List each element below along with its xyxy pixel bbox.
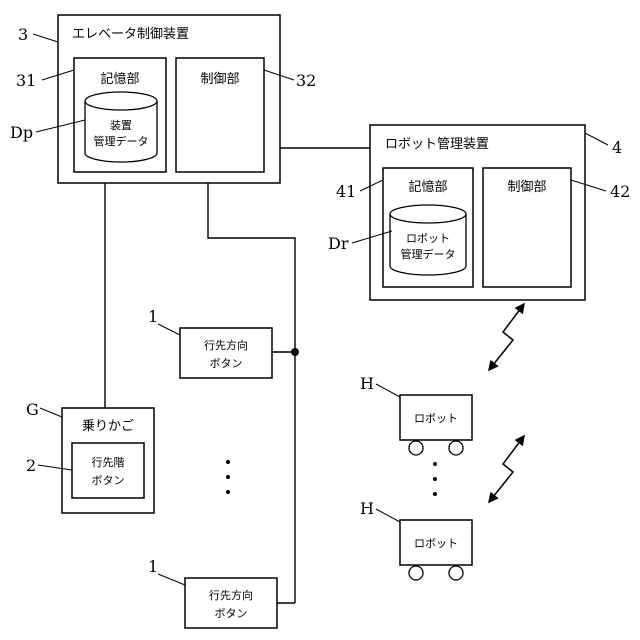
wireless-link-icon-bottom	[488, 434, 525, 504]
robot-top-box	[399, 394, 473, 441]
ref-41-leader	[359, 179, 384, 192]
robot-top-wheel-right	[448, 440, 464, 456]
floor-button-line1: 行先階	[92, 455, 125, 469]
robot-data-line2: 管理データ	[401, 247, 456, 261]
robot-manager-block: ロボット管理装置 記憶部 ロボット 管理データ 制御部	[369, 124, 586, 301]
ref-32: 32	[296, 71, 316, 90]
robot-top-wheel-left	[408, 440, 424, 456]
robot-control-box	[482, 167, 572, 288]
ref-dr: Dr	[328, 234, 349, 253]
robot-bottom-block: ロボット H	[360, 499, 473, 581]
ref-1-top-leader	[157, 323, 181, 336]
elevator-control-label: 制御部	[200, 72, 239, 87]
ref-4: 4	[612, 138, 622, 157]
robot-top-block: ロボット H	[360, 374, 473, 456]
ref-1-top: 1	[148, 307, 158, 326]
device-data-line1: 装置	[110, 119, 132, 132]
ref-1-bottom-leader	[157, 573, 186, 586]
ref-42-leader	[570, 179, 607, 192]
robot-data-cylinder: ロボット 管理データ	[389, 204, 467, 276]
direction-button-bottom-line1: 行先方向	[209, 588, 253, 602]
elevator-storage-label: 記憶部	[100, 71, 139, 87]
ref-31: 31	[16, 71, 36, 90]
ref-42: 42	[610, 182, 630, 201]
ref-h-top: H	[360, 374, 374, 393]
ref-1-bottom: 1	[148, 557, 158, 576]
ref-2-leader	[37, 464, 73, 471]
robot-data-line1: ロボット	[406, 232, 450, 245]
direction-button-top-line2: ボタン	[210, 357, 243, 370]
robot-bottom-wheel-right	[448, 565, 464, 581]
ref-dp-leader	[35, 119, 86, 133]
direction-button-bottom-block: 行先方向 ボタン 1	[148, 557, 278, 629]
ref-dr-leader	[351, 230, 393, 244]
direction-button-bottom-line2: ボタン	[215, 607, 248, 620]
device-data-cylinder: 装置 管理データ	[84, 91, 158, 163]
ref-dp: Dp	[10, 123, 33, 142]
vertical-ellipsis-robots	[433, 462, 437, 496]
ref-g-leader	[39, 407, 63, 418]
direction-button-top-block: 行先方向 ボタン 1	[148, 307, 273, 379]
robot-top-label: ロボット	[414, 412, 458, 425]
car-block: 乗りかご 行先階 ボタン G 2	[26, 400, 155, 514]
cylinder-body	[84, 101, 158, 163]
wireless-link-icon-top	[488, 302, 525, 372]
elevator-controller-title: エレベータ制御装置	[72, 27, 189, 42]
ref-g: G	[26, 400, 39, 419]
ref-2: 2	[26, 456, 36, 475]
robot-bottom-wheel-left	[408, 565, 424, 581]
ref-h-bottom-leader	[375, 508, 401, 523]
ref-3: 3	[18, 25, 28, 44]
cylinder-body	[389, 214, 467, 276]
vertical-ellipsis-buttons	[226, 460, 230, 494]
robot-manager-refs: 4 41 Dr 42	[328, 132, 630, 253]
robot-bottom-label: ロボット	[414, 537, 458, 550]
elevator-controller-block: エレベータ制御装置 記憶部 装置 管理データ 制御部	[57, 14, 281, 184]
direction-button-bottom-box	[184, 577, 278, 629]
elevator-control-box	[175, 57, 265, 173]
ref-4-leader	[584, 132, 609, 146]
ref-3-leader	[32, 33, 59, 43]
floor-button-line2: ボタン	[92, 474, 125, 487]
elevator-to-buttons-bus	[207, 183, 296, 603]
robot-control-label: 制御部	[507, 180, 546, 195]
device-data-line2: 管理データ	[94, 134, 149, 148]
robot-bottom-box	[399, 519, 473, 566]
cylinder-top	[84, 91, 158, 111]
floor-button-box	[71, 442, 145, 499]
ref-h-top-leader	[375, 383, 401, 398]
wireless-link-icons	[488, 302, 525, 504]
car-title: 乗りかご	[82, 418, 134, 434]
junction-dot	[291, 348, 299, 356]
ref-h-bottom: H	[360, 499, 374, 518]
robot-storage-label: 記憶部	[408, 179, 447, 195]
cylinder-top	[389, 204, 467, 224]
direction-button-top-box	[179, 327, 273, 379]
direction-button-top-line1: 行先方向	[204, 338, 248, 352]
ref-31-leader	[41, 69, 75, 81]
connection-lines	[104, 147, 370, 604]
robot-manager-title: ロボット管理装置	[385, 137, 489, 152]
elevator-controller-refs: 3 31 Dp 32	[10, 25, 316, 142]
ref-41: 41	[336, 182, 356, 201]
ref-32-leader	[263, 69, 295, 81]
